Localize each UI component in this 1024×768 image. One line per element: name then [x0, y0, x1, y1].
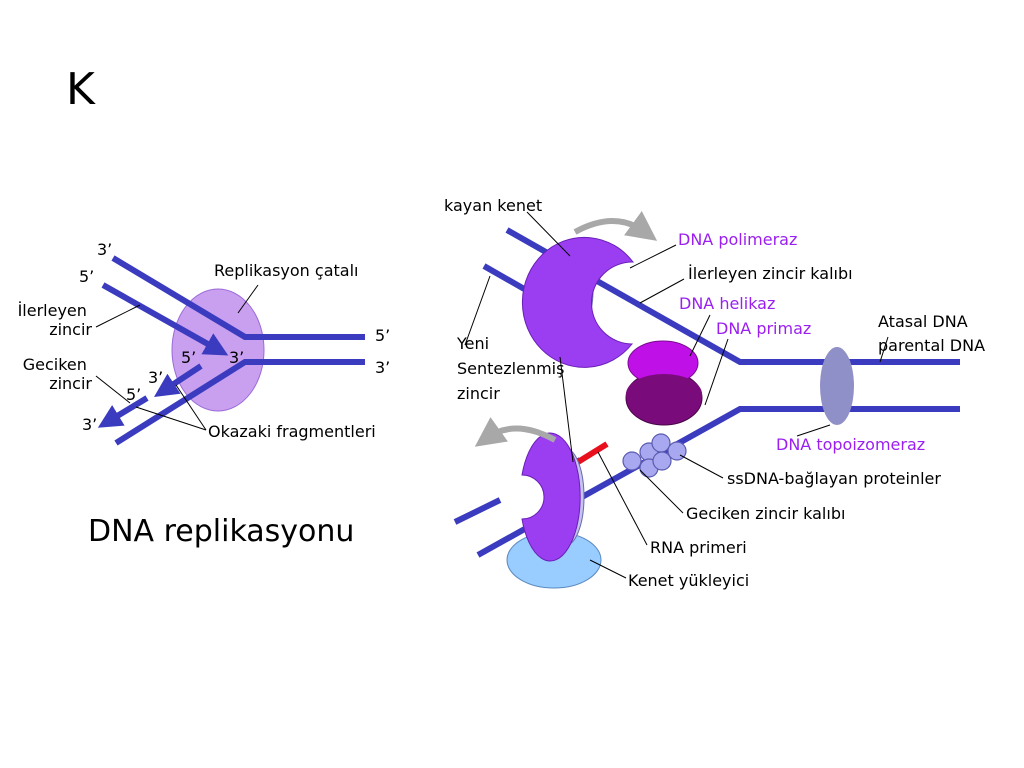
end-label-right-3: 3’: [375, 358, 390, 377]
lagging-template-label: Geciken zincir kalıbı: [686, 504, 845, 523]
parental-line-1: Atasal DNA: [878, 312, 968, 331]
topoizomeraz-leader: [796, 424, 831, 437]
end-label-center-3: 3’: [229, 348, 244, 367]
lagging-label-line-1: Geciken: [23, 355, 87, 374]
leading-label-line-1: İlerleyen: [18, 301, 87, 320]
end-label-center-5: 5’: [181, 348, 196, 367]
new-strand-leader: [464, 275, 491, 346]
lagging-polymerase-shape: [521, 432, 581, 562]
ssb-protein: [652, 451, 672, 471]
parental-leader: [879, 336, 889, 363]
dna-topoizomeraz-label: DNA topoizomeraz: [776, 435, 925, 454]
end-label-frag-5: 5’: [126, 385, 141, 404]
rna-primer-leader: [597, 451, 648, 546]
slide-letter: K: [66, 64, 96, 115]
kayan-kenet-label: kayan kenet: [444, 196, 542, 215]
clamp-loader-label: Kenet yükleyici: [628, 571, 749, 590]
ssb-leader: [679, 454, 724, 479]
polimeraz-leader: [629, 244, 677, 269]
dna-polimeraz-label: DNA polimeraz: [678, 230, 797, 249]
lagging-rotation-arrow: [474, 417, 557, 447]
dna-polymerase-shape: [521, 236, 635, 368]
lagging-template-leader: [639, 469, 684, 514]
left-replication-fork: Replikasyon çatalı İlerleyen zincir Geci…: [18, 240, 390, 446]
end-label-right-5: 5’: [375, 326, 390, 345]
parental-dna-label: Atasal DNA parental DNA: [878, 312, 985, 355]
okazaki-label: Okazaki fragmentleri: [208, 422, 376, 441]
primase-overlap: [626, 374, 702, 421]
lagging-label-line-2: zincir: [49, 374, 92, 393]
leading-strand-label: İlerleyen zincir: [18, 301, 93, 339]
end-label-top-5: 5’: [79, 267, 94, 286]
okazaki-fragment-2: [97, 395, 149, 428]
lagging-new-strand-left: [453, 497, 502, 525]
okazaki-leader-line-2: [135, 406, 207, 431]
ssb-protein: [651, 433, 671, 453]
ssb-label: ssDNA-bağlayan proteinler: [727, 469, 941, 488]
clamp-rotation-arrow: [573, 211, 658, 241]
dna-primaz-label: DNA primaz: [716, 319, 811, 338]
lagging-strand-label: Geciken zincir: [23, 355, 93, 393]
fork-leader-line: [237, 284, 259, 314]
right-replisome: kayan kenet DNA polimeraz İlerleyen zinc…: [444, 196, 985, 590]
leading-strand-arrow: [101, 282, 229, 356]
rna-primer-segment: [576, 441, 609, 465]
primaz-leader: [704, 338, 729, 406]
fork-label: Replikasyon çatalı: [214, 261, 358, 280]
new-strand-label: Yeni Sentezlenmiş zincir: [456, 334, 570, 403]
slide-title: DNA replikasyonu: [88, 514, 354, 549]
leading-template-label: İlerleyen zincir kalıbı: [688, 264, 853, 283]
okazaki-leader-line-1: [175, 384, 207, 431]
leading-template-leader: [639, 278, 685, 304]
lagging-leader-line: [95, 375, 131, 404]
dna-helikaz-label: DNA helikaz: [679, 294, 775, 313]
clamp-loader-leader: [589, 559, 627, 579]
new-strand-line-3: zincir: [457, 384, 500, 403]
helikaz-leader: [689, 314, 711, 357]
leading-label-line-2: zincir: [49, 320, 92, 339]
new-strand-line-1: Yeni: [456, 334, 489, 353]
leading-template-strand: [111, 255, 365, 340]
leading-leader-line: [95, 304, 141, 328]
rna-primer-label: RNA primeri: [650, 538, 747, 557]
okazaki-fragment-1: [153, 363, 203, 397]
new-strand-line-2: Sentezlenmiş: [457, 359, 564, 378]
new-strand-leader-2: [559, 356, 574, 463]
parental-line-2: parental DNA: [878, 336, 985, 355]
topoisomerase-shape: [820, 347, 854, 425]
kayan-kenet-leader: [526, 211, 571, 257]
end-label-top-3: 3’: [97, 240, 112, 259]
end-label-bottom-3: 3’: [82, 415, 97, 434]
ssb-protein: [622, 451, 642, 471]
end-label-frag-3: 3’: [148, 368, 163, 387]
lagging-template-strand: [114, 359, 365, 446]
